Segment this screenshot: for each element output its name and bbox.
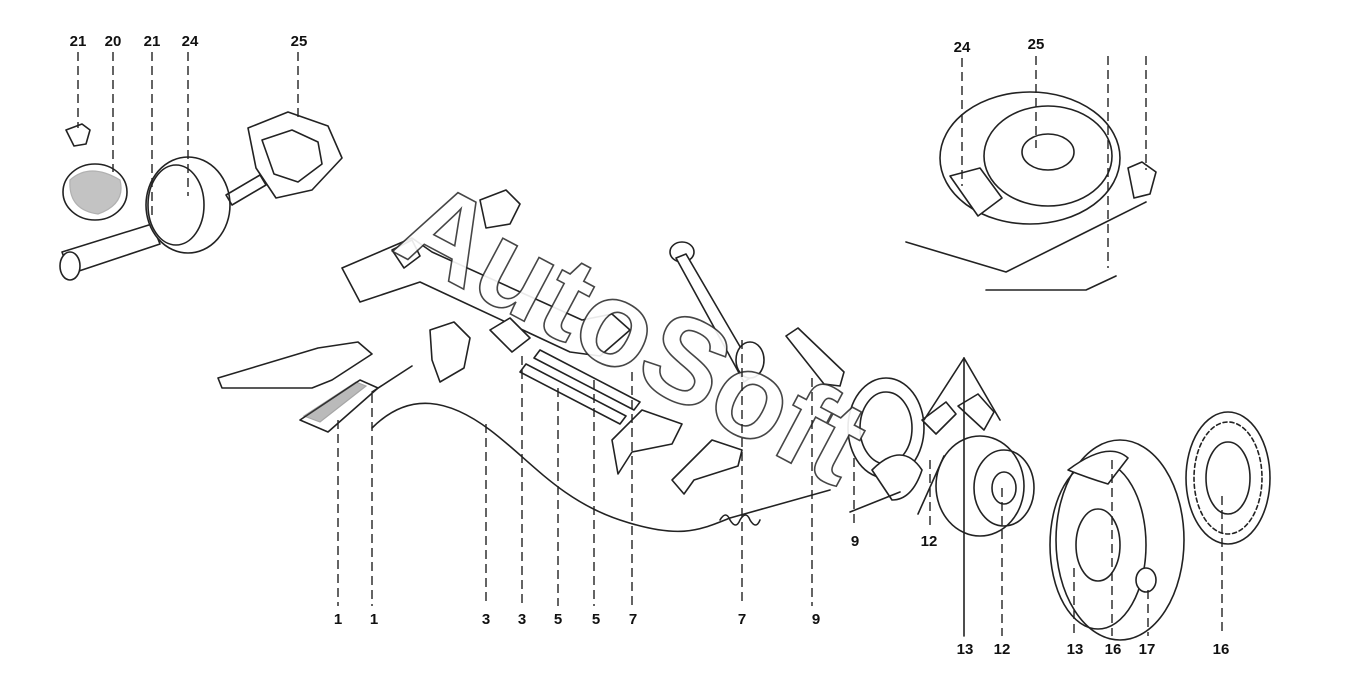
part-19-drawing	[65, 123, 91, 147]
part-6-drawing	[533, 349, 641, 411]
callout-4: 3	[518, 611, 526, 628]
callout-24: 24	[954, 39, 971, 56]
callout-3: 3	[482, 611, 490, 628]
callout-20: 20	[105, 33, 122, 50]
callout-6: 5	[592, 611, 600, 628]
callout-labels: 21 20 21 24 25 24 25 1 1 3 3 5 5 7 7 9 9…	[70, 33, 1230, 658]
callout-19: 21	[70, 33, 87, 50]
part-9-drawing	[785, 327, 845, 387]
handbrake-cable	[371, 402, 831, 533]
callout-9: 9	[812, 611, 820, 628]
callout-23: 25	[291, 33, 308, 50]
callout-22: 24	[182, 33, 199, 50]
rear-axle-beam	[341, 189, 631, 357]
callout-10: 9	[851, 533, 859, 550]
callout-18: 16	[1213, 641, 1230, 658]
part-5-drawing	[519, 363, 627, 425]
callout-25: 25	[1028, 36, 1045, 53]
brake-backing-plate	[847, 377, 995, 501]
callout-2: 1	[370, 611, 378, 628]
brake-drum	[935, 435, 1035, 537]
road-wheel	[1049, 439, 1185, 641]
callout-13: 13	[957, 641, 974, 658]
leader-lines	[77, 52, 1223, 637]
part-2-drawing	[371, 365, 413, 393]
part-20-drawing	[62, 163, 128, 221]
shock-absorber	[669, 241, 765, 383]
part-4-drawing	[489, 317, 531, 353]
callout-12: 12	[921, 533, 938, 550]
callout-8: 7	[738, 611, 746, 628]
callout-15: 13	[1067, 641, 1084, 658]
part-7-drawing	[611, 409, 683, 475]
callout-21: 21	[144, 33, 161, 50]
handbrake-lever	[217, 341, 379, 433]
brake-booster-assembly	[59, 111, 343, 281]
callout-17: 17	[1139, 641, 1156, 658]
callout-1: 1	[334, 611, 342, 628]
callout-5: 5	[554, 611, 562, 628]
callout-7: 7	[629, 611, 637, 628]
callout-16: 16	[1105, 641, 1122, 658]
part-23-drawing	[247, 111, 343, 199]
spare-wheel-carrier	[905, 91, 1157, 291]
callout-14: 12	[994, 641, 1011, 658]
hub-cap	[1185, 411, 1271, 545]
